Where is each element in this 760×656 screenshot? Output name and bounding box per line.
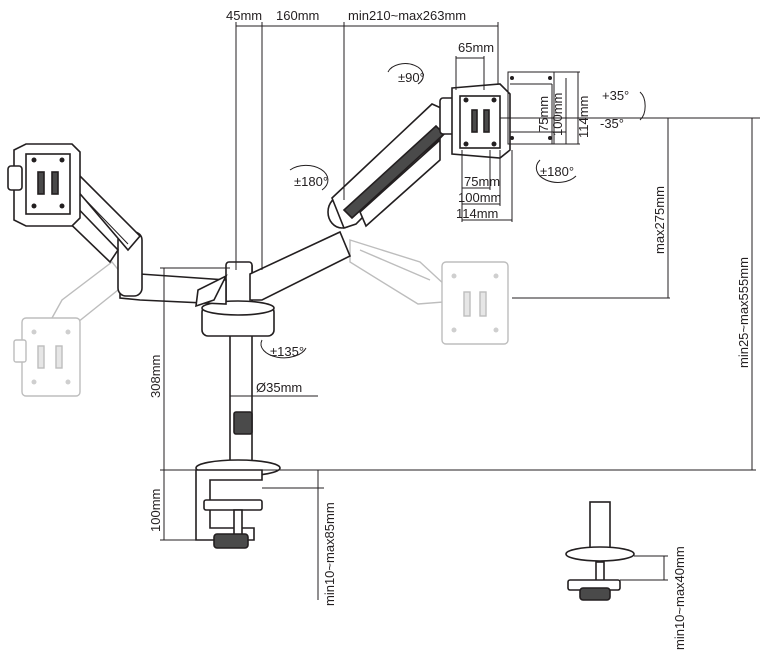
- dimension-lines: [160, 22, 760, 600]
- clamp-knob: [213, 533, 249, 549]
- label-clamp-height: 100mm: [148, 489, 163, 532]
- right-arm: [249, 71, 555, 301]
- cable-clip: [233, 411, 253, 435]
- label-vesa-mid-w: 100mm: [458, 190, 501, 205]
- label-arm-first-segment: 160mm: [276, 8, 319, 23]
- grommet-base: [565, 546, 635, 562]
- label-rotate-arm: ±180°: [294, 174, 328, 189]
- label-vesa-mid-h: 100mm: [550, 93, 565, 136]
- right-lower-arm: [249, 230, 352, 301]
- rotate-base-135-arrow: [260, 339, 307, 359]
- clamp-lower-plate: [203, 499, 263, 511]
- label-rotate-vertical: ±90°: [398, 70, 425, 85]
- label-height-adjust: max275mm: [652, 186, 667, 254]
- label-tilt-down: -35°: [600, 116, 624, 131]
- label-rotate-base: ±135°: [270, 344, 304, 359]
- rotate-head-180-arrow: [535, 159, 577, 183]
- label-tilt-up: +35°: [602, 88, 629, 103]
- label-arm-second-segment: min210~max263mm: [348, 8, 466, 23]
- label-pole-height: 308mm: [148, 355, 163, 398]
- label-vesa-inner-h: 75mm: [536, 96, 551, 132]
- ghost-left-arm: [13, 261, 129, 397]
- rotation-arrows: [260, 63, 646, 359]
- ghost-right-monitor-plate: [441, 261, 509, 345]
- label-total-height-range: min25~max555mm: [736, 257, 751, 368]
- label-rotate-head: ±180°: [540, 164, 574, 179]
- label-vesa-outer-w: 114mm: [456, 206, 498, 221]
- label-pole-offset: 45mm: [226, 8, 262, 23]
- tilt-arrow: [639, 91, 646, 121]
- pole-top: [225, 261, 253, 307]
- rotate-arm-180-arrow: [289, 164, 329, 191]
- label-clamp-thickness: min10~max85mm: [322, 502, 337, 606]
- grommet-knob: [579, 587, 611, 601]
- ghost-left-monitor-plate: [21, 317, 81, 397]
- rotate-90-arrow: [387, 63, 424, 85]
- label-tilt-head-depth: 65mm: [458, 40, 494, 55]
- label-pole-diameter: Ø35mm: [256, 380, 302, 395]
- label-vesa-inner-w: 75mm: [464, 174, 500, 189]
- label-vesa-outer-h: 114mm: [576, 96, 591, 138]
- right-vesa-frame: [459, 95, 501, 149]
- grommet-inset: [565, 501, 668, 601]
- ghost-right-arm: [349, 239, 509, 345]
- label-grommet-thickness: min10~max40mm: [672, 546, 687, 650]
- pole-assembly: [195, 261, 281, 549]
- labels: 45mm 160mm min210~max263mm 65mm 75mm 100…: [148, 8, 751, 650]
- left-arm: [7, 143, 228, 308]
